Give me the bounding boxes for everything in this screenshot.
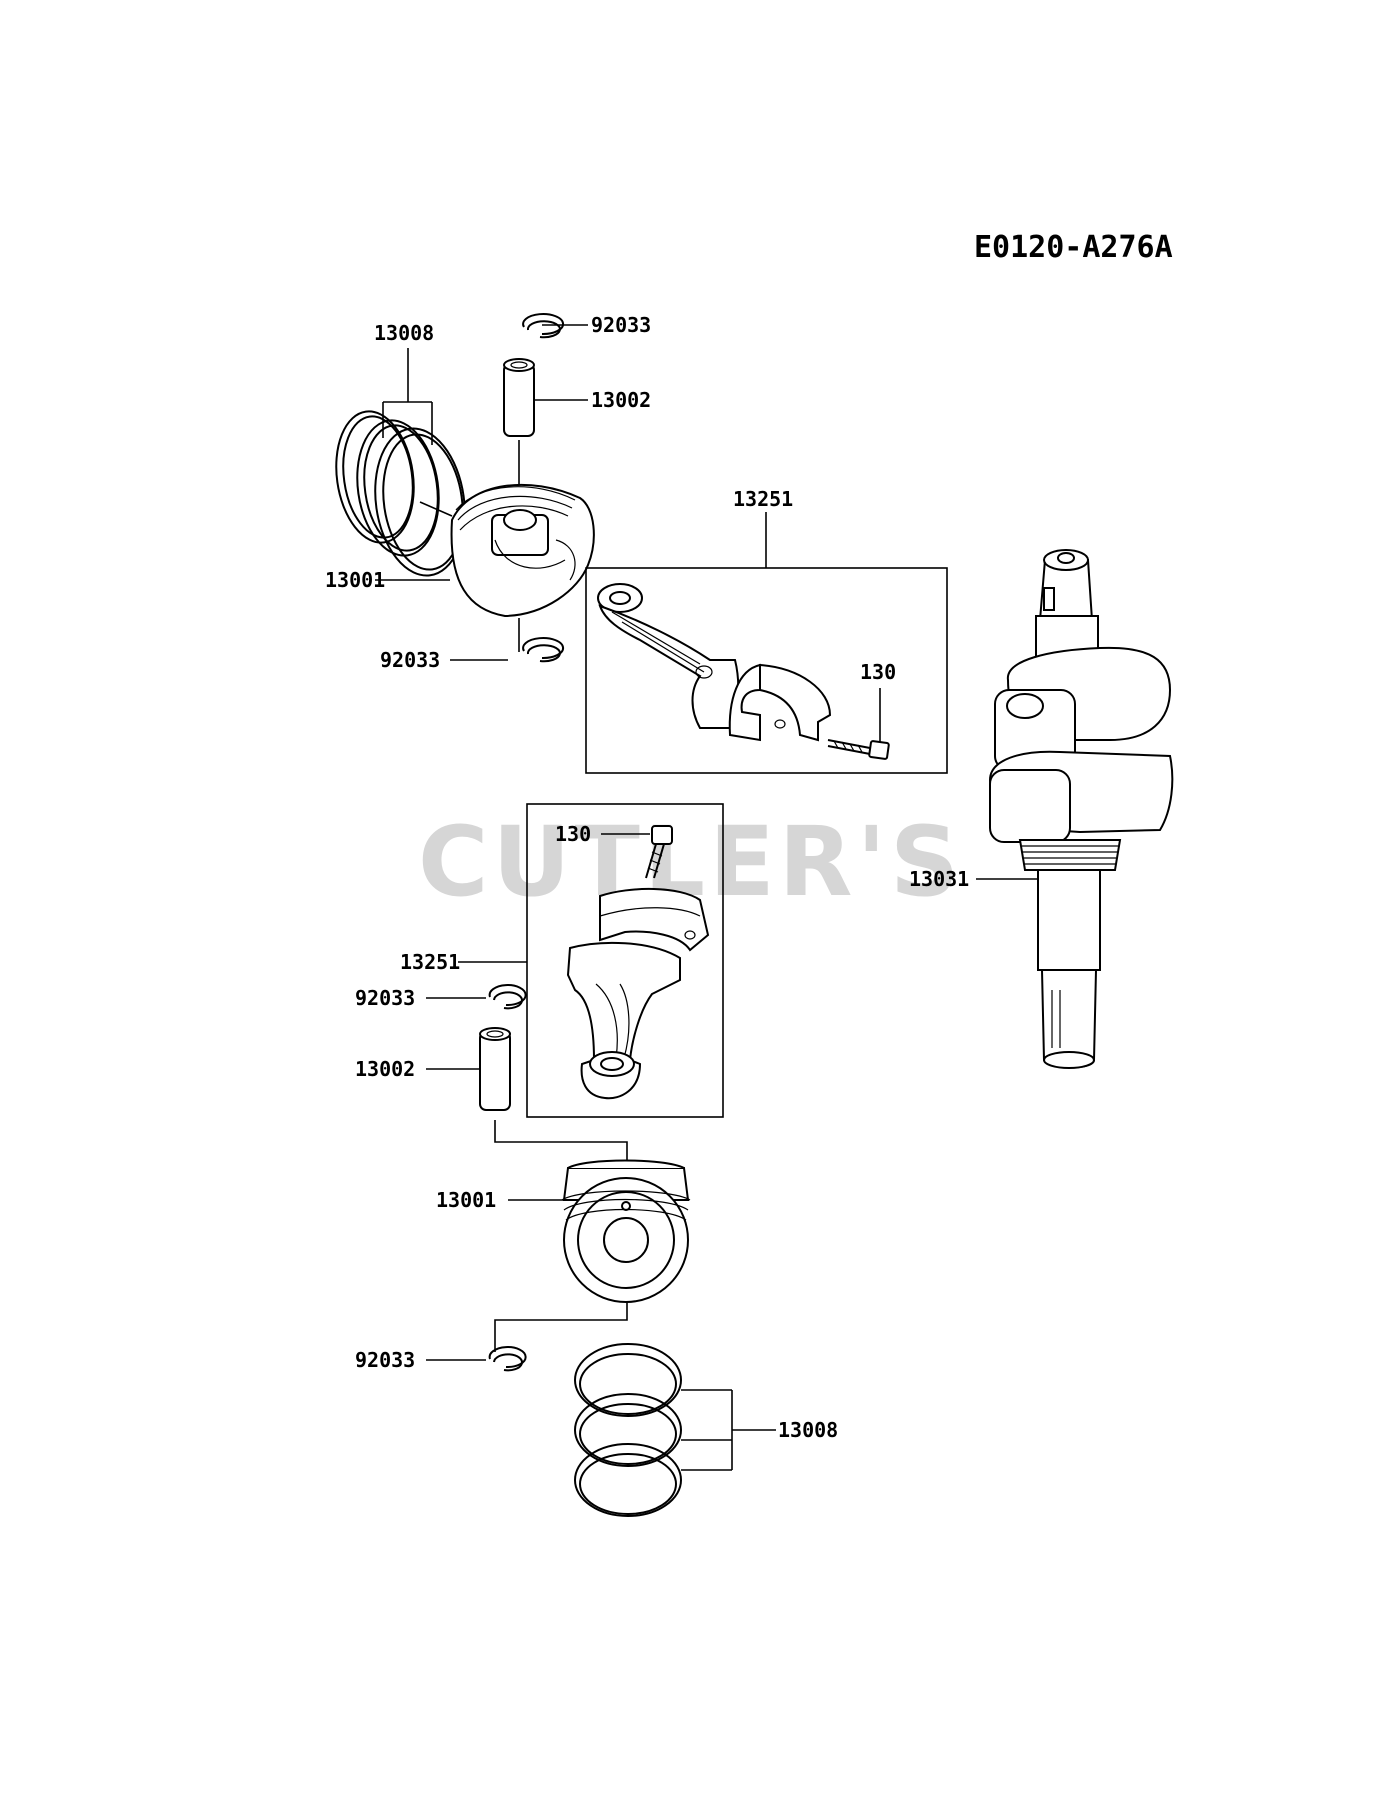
piston-bottom[interactable] [561, 1159, 691, 1303]
snap-ring-bottom[interactable] [488, 1346, 527, 1372]
callout-130-mid[interactable]: 130 [555, 822, 591, 846]
callout-13008-top[interactable]: 13008 [374, 321, 434, 345]
piston-pin-top[interactable] [503, 358, 535, 437]
rod-cap-mid[interactable] [599, 887, 710, 952]
callout-92033-top-lower[interactable]: 92033 [380, 648, 440, 672]
callout-13031[interactable]: 13031 [909, 867, 969, 891]
diagram-code: E0120-A276A [974, 230, 1173, 265]
callout-92033-mid[interactable]: 92033 [355, 986, 415, 1010]
rod-assembly-box-top [585, 567, 948, 774]
crankshaft[interactable] [988, 549, 1174, 1069]
piston-pin-mid[interactable] [479, 1027, 511, 1111]
snap-ring-top[interactable] [522, 313, 565, 339]
rod-assembly-box-mid [526, 803, 724, 1118]
callout-13251-top[interactable]: 13251 [733, 487, 793, 511]
callout-13002-top[interactable]: 13002 [591, 388, 651, 412]
callout-92033-top[interactable]: 92033 [591, 313, 651, 337]
piston-ring-set-top[interactable] [328, 406, 474, 581]
rod-cap-top[interactable] [728, 663, 832, 742]
callout-13001-top[interactable]: 13001 [325, 568, 385, 592]
bolt-top[interactable] [827, 739, 890, 760]
piston-ring-set-bottom[interactable] [574, 1343, 682, 1517]
connecting-rod-mid[interactable] [566, 941, 681, 1100]
callout-92033-bottom[interactable]: 92033 [355, 1348, 415, 1372]
callout-13251-mid[interactable]: 13251 [400, 950, 460, 974]
snap-ring-top-lower[interactable] [522, 637, 565, 663]
callout-13001-bottom[interactable]: 13001 [436, 1188, 496, 1212]
bolt-mid[interactable] [645, 825, 673, 879]
callout-13008-bottom[interactable]: 13008 [778, 1418, 838, 1442]
snap-ring-mid[interactable] [488, 984, 527, 1010]
callout-130-top[interactable]: 130 [860, 660, 896, 684]
piston-top[interactable] [450, 483, 595, 618]
callout-13002-mid[interactable]: 13002 [355, 1057, 415, 1081]
connecting-rod-top[interactable] [597, 583, 740, 729]
